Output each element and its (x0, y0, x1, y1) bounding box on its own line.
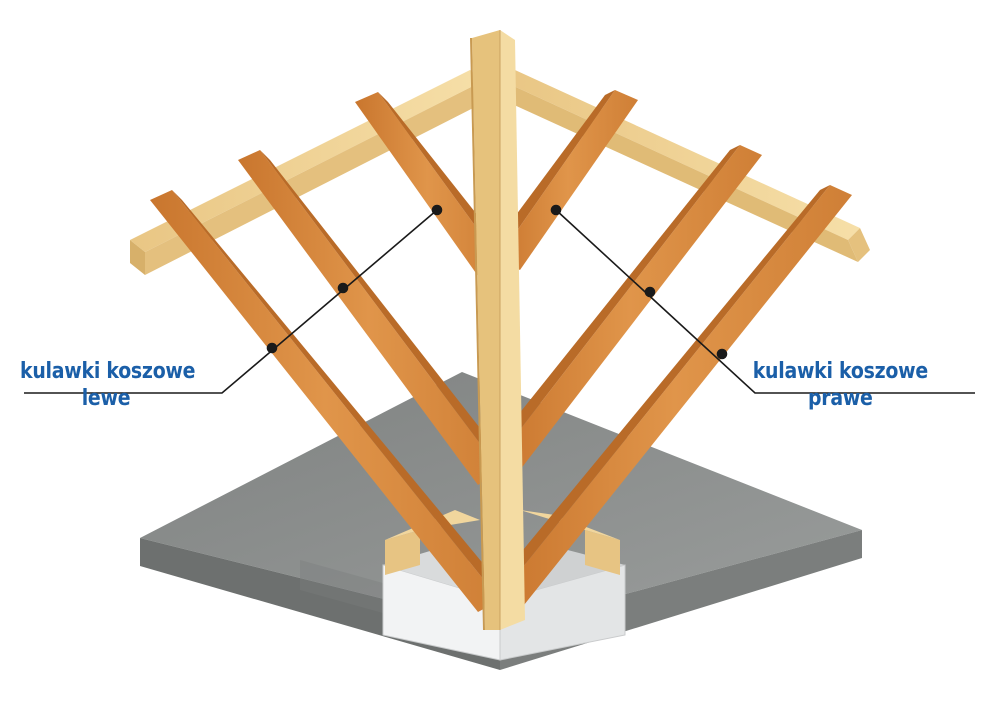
leader-dot-right-1 (550, 204, 562, 216)
label-left-line2: lewe (81, 386, 131, 411)
leader-dot-right-3 (716, 348, 728, 360)
leader-dot-left-1 (431, 204, 443, 216)
left-jack-rafters (150, 92, 505, 612)
leader-lines-right (550, 204, 975, 394)
rafter-left-2 (238, 150, 505, 485)
rafter-right-3 (490, 90, 638, 270)
rafter-left-1 (150, 190, 505, 612)
label-right-line2: prawe (807, 386, 873, 411)
valley-rafter (470, 30, 525, 630)
label-left-line1: kulawki koszowe (20, 359, 196, 384)
label-right-jack-rafters: kulawki koszowe prawe (750, 358, 931, 412)
leader-lines-left (24, 204, 443, 394)
rafter-left-3 (355, 92, 505, 276)
rafter-right-1 (490, 185, 852, 610)
leader-dot-right-2 (644, 286, 656, 298)
label-right-line1: kulawki koszowe (752, 359, 928, 384)
leader-line-right (555, 209, 975, 394)
label-left-jack-rafters: kulawki koszowe lewe (20, 358, 196, 412)
leader-dot-left-3 (266, 342, 278, 354)
leader-line-left (24, 209, 438, 394)
rafter-right-2 (490, 145, 762, 470)
leader-dot-left-2 (337, 282, 349, 294)
right-jack-rafters (490, 90, 852, 610)
